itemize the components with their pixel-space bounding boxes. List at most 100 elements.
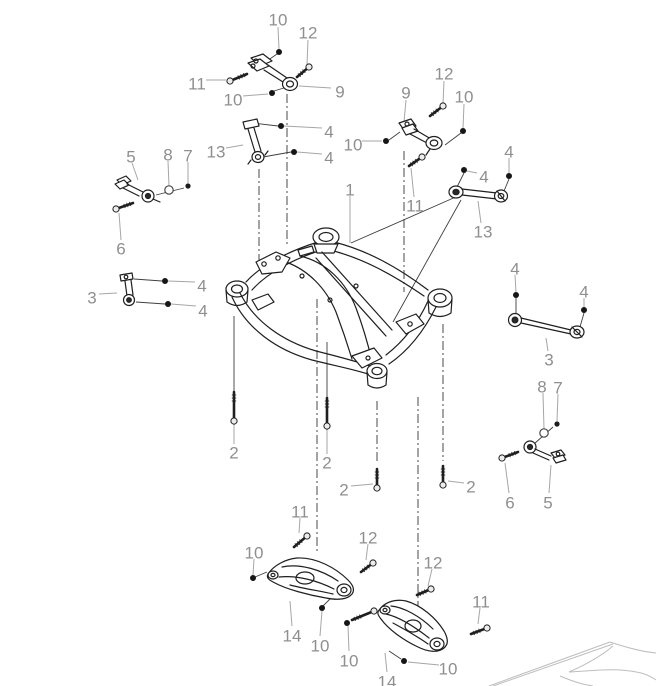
callout-label[interactable]: 11 bbox=[406, 197, 424, 216]
callout-label[interactable]: 12 bbox=[424, 554, 443, 573]
callout-label[interactable]: 3 bbox=[544, 351, 553, 370]
car-body-silhouette bbox=[488, 641, 656, 686]
callout-leader-line bbox=[410, 167, 415, 198]
callout-label[interactable]: 11 bbox=[188, 75, 206, 94]
bolt-thread bbox=[243, 72, 246, 78]
assembly-guide-line bbox=[456, 172, 465, 188]
bolt-head bbox=[323, 422, 331, 430]
bolt-thread bbox=[508, 452, 511, 458]
callout-label[interactable]: 4 bbox=[198, 302, 207, 321]
callout-label[interactable]: 9 bbox=[401, 84, 410, 103]
callout-label[interactable]: 4 bbox=[510, 260, 519, 279]
callout-leader-line bbox=[542, 392, 545, 430]
assembly-guide-line bbox=[388, 650, 402, 660]
callout-label[interactable]: 8 bbox=[537, 378, 546, 397]
callout-label[interactable]: 10 bbox=[344, 136, 363, 155]
callout-label[interactable]: 11 bbox=[291, 503, 309, 522]
callout-label[interactable]: 12 bbox=[359, 529, 378, 548]
callout-label[interactable]: 1 bbox=[345, 181, 354, 200]
bolt-head bbox=[303, 532, 311, 540]
bolt-thread bbox=[514, 450, 517, 456]
callout-label[interactable]: 10 bbox=[439, 660, 458, 679]
bolt-thread bbox=[414, 158, 418, 163]
nut bbox=[554, 421, 560, 427]
callout-label[interactable]: 2 bbox=[322, 454, 331, 473]
callout-label[interactable]: 6 bbox=[505, 494, 514, 513]
callout-label[interactable]: 6 bbox=[116, 240, 125, 259]
callout-label[interactable]: 3 bbox=[87, 289, 96, 308]
callout-leader-line bbox=[545, 337, 549, 352]
callout-label[interactable]: 10 bbox=[455, 88, 474, 107]
callout-label[interactable]: 7 bbox=[553, 379, 562, 398]
callout-label[interactable]: 2 bbox=[466, 478, 475, 497]
callout-label[interactable]: 2 bbox=[339, 481, 348, 500]
assembly-guide-line bbox=[388, 131, 401, 141]
callout-label[interactable]: 4 bbox=[324, 123, 333, 142]
bolt-tip-dot bbox=[250, 575, 256, 581]
bolt-thread bbox=[430, 112, 435, 117]
callout-label[interactable]: 2 bbox=[229, 444, 238, 463]
callout-leader-line bbox=[225, 144, 244, 149]
assembly-guide-line bbox=[350, 195, 459, 244]
assembly-guide-line bbox=[392, 199, 462, 323]
bolt-thread bbox=[511, 451, 514, 457]
callout-label[interactable]: 10 bbox=[224, 91, 243, 110]
nut bbox=[185, 183, 191, 189]
callout-label[interactable]: 8 bbox=[163, 146, 172, 165]
bolt-thread bbox=[366, 564, 370, 569]
bolt-thread bbox=[472, 630, 475, 636]
callout-label[interactable]: 10 bbox=[245, 544, 264, 563]
bolt-head bbox=[483, 624, 491, 632]
lower-control-arm-right bbox=[377, 599, 448, 652]
bolt-thread bbox=[299, 71, 304, 76]
callout-label[interactable]: 5 bbox=[543, 494, 552, 513]
bolt-tip-dot bbox=[401, 658, 407, 664]
callout-label[interactable]: 14 bbox=[283, 627, 302, 646]
callout-label[interactable]: 4 bbox=[504, 143, 513, 162]
bolt-thread bbox=[296, 541, 301, 546]
callout-label[interactable]: 7 bbox=[183, 147, 192, 166]
bolt-thread bbox=[129, 201, 132, 207]
bolt-fastener bbox=[350, 607, 378, 622]
callout-leader-line bbox=[427, 568, 433, 587]
callout-label[interactable]: 10 bbox=[311, 637, 330, 656]
callout-label[interactable]: 4 bbox=[479, 168, 488, 187]
bolt-head bbox=[373, 484, 381, 492]
bolt-thread bbox=[361, 568, 366, 573]
callout-label[interactable]: 13 bbox=[207, 143, 226, 162]
callout-label[interactable]: 12 bbox=[435, 65, 454, 84]
bolt-tip-dot bbox=[344, 620, 350, 626]
callout-leader-line bbox=[298, 85, 332, 89]
callout-label[interactable]: 11 bbox=[472, 593, 490, 612]
callout-label[interactable]: 10 bbox=[269, 11, 288, 30]
link-right-5 bbox=[523, 440, 567, 464]
assembly-guide-line bbox=[503, 178, 510, 192]
link-bracket-upper-left bbox=[242, 118, 269, 165]
callout-leader-line bbox=[252, 558, 255, 576]
bolt-thread bbox=[356, 615, 359, 620]
callout-leader-line bbox=[442, 80, 445, 105]
bolt-thread bbox=[353, 616, 356, 622]
callout-label[interactable]: 12 bbox=[299, 24, 318, 43]
callout-label[interactable]: 10 bbox=[340, 652, 359, 671]
callout-label[interactable]: 13 bbox=[474, 223, 493, 242]
callout-label[interactable]: 4 bbox=[324, 149, 333, 168]
bolt-head bbox=[439, 102, 447, 110]
bolt-thread bbox=[424, 589, 427, 594]
callout-leader-line bbox=[365, 543, 369, 561]
callout-label[interactable]: 14 bbox=[378, 673, 397, 686]
bolt-head bbox=[369, 559, 377, 567]
bolt-tip-dot bbox=[269, 90, 275, 96]
callout-label[interactable]: 4 bbox=[579, 283, 588, 302]
callout-leader-line bbox=[407, 661, 440, 666]
bolt-fastener bbox=[428, 102, 447, 118]
bolt-fastener bbox=[498, 450, 520, 462]
callout-leader-line bbox=[167, 160, 170, 187]
callout-label[interactable]: 5 bbox=[126, 148, 135, 167]
callout-label[interactable]: 9 bbox=[335, 83, 344, 102]
callout-leader-line bbox=[118, 212, 122, 241]
callout-leader-line bbox=[296, 151, 323, 155]
callout-label[interactable]: 4 bbox=[197, 277, 206, 296]
callout-leader-line bbox=[167, 280, 196, 283]
